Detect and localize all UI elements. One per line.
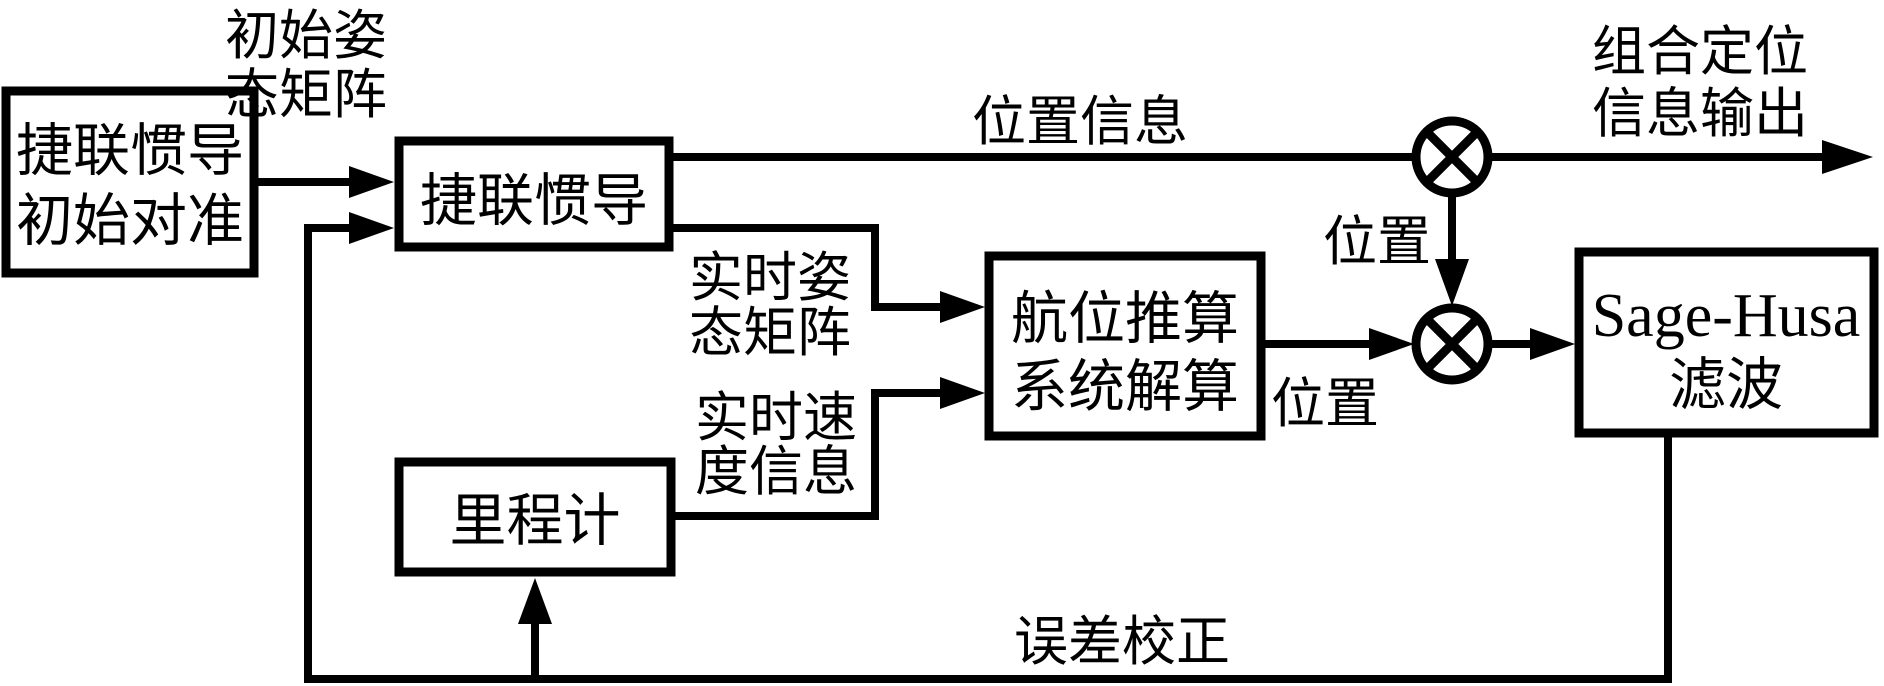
arrowhead-output: [1822, 140, 1873, 174]
initial-alignment-label-line2: 初始对准: [16, 190, 244, 253]
sage-husa-label-line2: 滤波: [1669, 354, 1783, 417]
initial-attitude-matrix-label-line1: 初始姿: [225, 6, 387, 66]
junction-top-cross: [1423, 128, 1481, 186]
initial-alignment-label-line1: 捷联惯导: [16, 120, 244, 183]
arrowhead-junction-down: [1435, 259, 1469, 306]
initial-attitude-matrix-label-line2: 态矩阵: [225, 65, 387, 125]
node-odometer-box: [394, 457, 676, 577]
junction-bottom-icon: [1411, 303, 1493, 385]
position-between-junctions-label: 位置: [1323, 212, 1431, 272]
node-boxes: [1, 86, 1879, 577]
error-correction-label: 误差校正: [1014, 612, 1230, 672]
arrowhead-into-sins-top: [349, 166, 394, 198]
diagram-text: 捷联惯导 初始对准 捷联惯导 航位推算 系统解算 里程计 Sage-Husa 滤…: [16, 6, 1860, 672]
arrowhead-into-odometer: [518, 578, 552, 624]
position-dr-output-label: 位置: [1271, 374, 1379, 434]
odometer-label: 里程计: [450, 490, 621, 553]
dead-reckoning-label-line1: 航位推算: [1011, 288, 1239, 351]
node-dead-reckoning-box: [984, 251, 1266, 441]
connector-odometer-to-dr: [671, 389, 942, 520]
node-sage-husa-box: [1574, 247, 1879, 438]
node-initial-alignment-box: [1, 86, 259, 278]
dead-reckoning-label-line2: 系统解算: [1011, 356, 1239, 419]
sage-husa-label-line1: Sage-Husa: [1592, 282, 1861, 350]
junction-bottom-cross: [1423, 315, 1481, 373]
realtime-velocity-label-line2: 度信息: [695, 442, 857, 502]
realtime-attitude-label-line2: 态矩阵: [689, 303, 851, 363]
sins-label: 捷联惯导: [420, 170, 648, 233]
arrowhead-into-dr-bottom: [940, 377, 985, 409]
realtime-attitude-label-line1: 实时姿: [689, 248, 851, 308]
integrated-output-label-line1: 组合定位: [1592, 22, 1808, 82]
node-sins-box: [394, 136, 674, 252]
arrowhead-into-sins-bottom: [349, 212, 394, 244]
position-info-label: 位置信息: [972, 92, 1188, 152]
junction-top-icon: [1411, 116, 1493, 198]
connector-lines: [258, 153, 1826, 683]
realtime-velocity-label-line1: 实时速: [695, 388, 857, 448]
arrowheads: [349, 140, 1873, 624]
arrowhead-into-filter: [1530, 328, 1575, 360]
integrated-output-label-line2: 信息输出: [1592, 84, 1808, 144]
arrowhead-into-junction-bottom: [1369, 328, 1414, 360]
connector-error-feedback: [304, 224, 1672, 683]
mixing-junctions: [1411, 116, 1493, 385]
connector-sins-to-dr: [669, 224, 942, 311]
arrowhead-into-dr-top: [940, 291, 985, 323]
